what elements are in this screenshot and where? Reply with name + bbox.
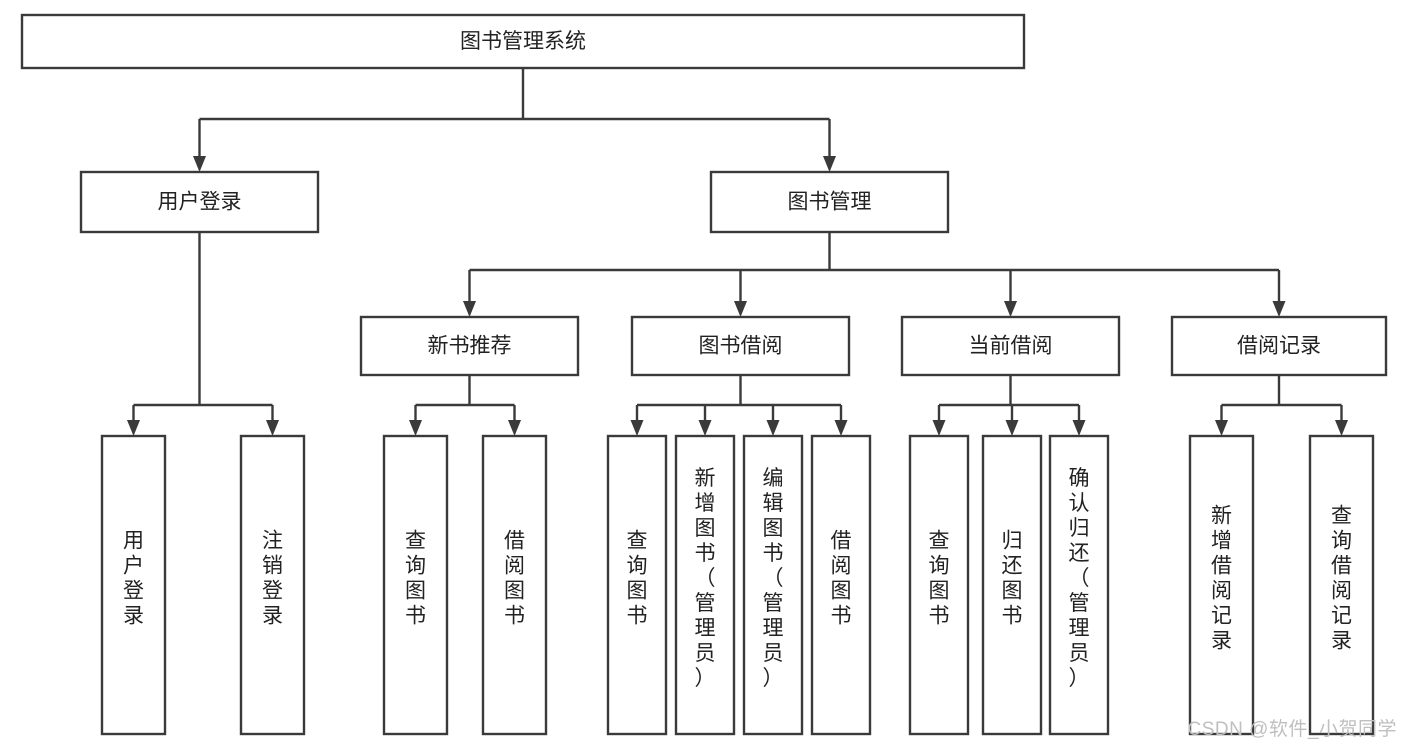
watermark-text: CSDN @软件_小贺同学	[1187, 719, 1397, 740]
node-label: 编辑图书（管理员）	[763, 467, 784, 690]
node-box	[382, 434, 449, 736]
node-leaf-return-book[interactable]: 归还图书	[981, 434, 1043, 736]
node-label: 查询图书	[405, 530, 426, 628]
node-box	[79, 170, 320, 234]
node-new-book-rec[interactable]: 新书推荐	[359, 315, 580, 377]
node-label: 图书借阅	[699, 335, 783, 358]
node-label: 当前借阅	[969, 335, 1053, 358]
arrow-head	[508, 420, 521, 436]
node-box	[674, 434, 736, 736]
node-box	[239, 434, 306, 736]
node-label: 借阅图书	[831, 530, 852, 628]
connector-layer	[127, 68, 1348, 436]
node-box	[900, 315, 1121, 377]
arrow-head	[1004, 301, 1017, 317]
node-box	[1170, 315, 1388, 377]
arrow-head	[127, 420, 140, 436]
node-box	[1188, 434, 1255, 736]
arrow-head	[734, 301, 747, 317]
node-label: 借阅图书	[504, 530, 525, 628]
arrow-head	[932, 420, 946, 436]
node-box	[630, 315, 851, 377]
node-root[interactable]: 图书管理系统	[20, 13, 1026, 70]
node-label: 借阅记录	[1237, 335, 1321, 358]
node-leaf-query-book-b[interactable]: 查询图书	[606, 434, 668, 736]
node-box	[810, 434, 872, 736]
node-label: 注销登录	[262, 530, 283, 628]
node-current-borrow[interactable]: 当前借阅	[900, 315, 1121, 377]
node-box	[20, 13, 1026, 70]
node-leaf-edit-book[interactable]: 编辑图书（管理员）	[742, 434, 804, 736]
node-leaf-borrow-book-rec[interactable]: 借阅图书	[481, 434, 548, 736]
node-leaf-query-book-rec[interactable]: 查询图书	[382, 434, 449, 736]
arrow-head	[834, 420, 848, 436]
node-box	[908, 434, 970, 736]
node-leaf-logout[interactable]: 注销登录	[239, 434, 306, 736]
node-label: 用户登录	[123, 530, 144, 628]
arrow-head	[266, 420, 279, 436]
node-leaf-query-record[interactable]: 查询借阅记录	[1308, 434, 1375, 736]
node-label: 图书管理	[788, 191, 872, 214]
node-layer: 图书管理系统用户登录图书管理新书推荐图书借阅当前借阅借阅记录用户登录注销登录查询…	[20, 13, 1388, 736]
arrow-head	[1272, 301, 1286, 317]
arrow-head	[1335, 420, 1348, 436]
node-label: 用户登录	[158, 191, 242, 214]
node-label: 图书管理系统	[460, 30, 586, 53]
node-box	[1308, 434, 1375, 736]
node-label: 归还图书	[1002, 530, 1023, 628]
node-label: 新增图书（管理员）	[695, 467, 716, 690]
node-box	[709, 170, 950, 234]
node-leaf-user-login[interactable]: 用户登录	[100, 434, 167, 736]
node-box	[606, 434, 668, 736]
node-label: 新增借阅记录	[1211, 505, 1232, 653]
node-box	[981, 434, 1043, 736]
node-leaf-confirm-return[interactable]: 确认归还（管理员）	[1048, 434, 1110, 736]
node-label: 确认归还（管理员）	[1069, 467, 1090, 690]
node-leaf-add-book[interactable]: 新增图书（管理员）	[674, 434, 736, 736]
arrow-head	[766, 420, 780, 436]
node-borrow-record[interactable]: 借阅记录	[1170, 315, 1388, 377]
node-leaf-borrow-book-b[interactable]: 借阅图书	[810, 434, 872, 736]
node-box	[359, 315, 580, 377]
node-label: 查询图书	[627, 530, 648, 628]
arrow-head	[823, 156, 836, 172]
arrow-head	[1215, 420, 1228, 436]
node-box	[1048, 434, 1110, 736]
node-book-borrow[interactable]: 图书借阅	[630, 315, 851, 377]
node-leaf-add-record[interactable]: 新增借阅记录	[1188, 434, 1255, 736]
node-box	[100, 434, 167, 736]
arrow-head	[1005, 420, 1019, 436]
node-user-login[interactable]: 用户登录	[79, 170, 320, 234]
node-label: 查询借阅记录	[1331, 505, 1352, 653]
node-label: 新书推荐	[428, 335, 512, 358]
arrow-head	[463, 301, 476, 317]
node-box	[742, 434, 804, 736]
arrow-head	[193, 156, 206, 172]
node-book-manage[interactable]: 图书管理	[709, 170, 950, 234]
arrow-head	[409, 420, 422, 436]
arrow-head	[698, 420, 712, 436]
node-leaf-query-book-c[interactable]: 查询图书	[908, 434, 970, 736]
arrow-head	[630, 420, 644, 436]
node-box	[481, 434, 548, 736]
arrow-head	[1072, 420, 1086, 436]
node-label: 查询图书	[929, 530, 950, 628]
